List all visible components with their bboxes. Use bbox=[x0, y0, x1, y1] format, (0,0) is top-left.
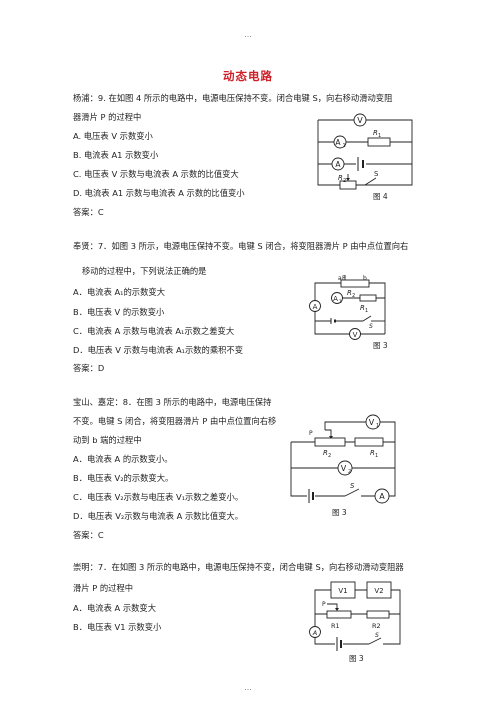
circuit-figure-3-q2: a P b R 2 A 1 R 1 A S V 图 3 bbox=[309, 275, 388, 350]
ammeter-a-label: A bbox=[313, 303, 318, 311]
resistor-r1-label: R bbox=[360, 304, 365, 312]
question-3-option-d: D．电压表 V₂示数与电流表 A 示数比值变大。 bbox=[73, 511, 244, 521]
question-2-option-a: A．电流表 A₁的示数变大 bbox=[73, 287, 165, 297]
question-4-option-b: B．电压表 V1 示数变小 bbox=[73, 622, 162, 632]
resistor-r2-label: R2 bbox=[372, 622, 381, 630]
question-3-stem-line-2: 不变。电键 S 闭合，将变阻器滑片 P 由中点位置向右移 bbox=[73, 416, 277, 426]
switch-s bbox=[364, 177, 377, 186]
rheostat-r2 bbox=[340, 279, 370, 288]
ammeter-a bbox=[309, 626, 321, 638]
slider-p-label: P bbox=[322, 601, 326, 608]
ammeter-a-label: A bbox=[312, 629, 317, 637]
question-2-option-c: C．电流表 A 示数与电流表 A₁示数之差变大 bbox=[73, 326, 235, 336]
circuit-figure-3-q3: V 1 P R 2 R 1 V 2 S A 图 3 bbox=[290, 414, 396, 517]
ammeter-a1 bbox=[333, 135, 347, 149]
circuit-figure-3-q4: V1 V2 P R1 R2 A S 图 3 bbox=[309, 581, 401, 663]
switch-s-label: S bbox=[369, 323, 373, 330]
ammeter-a1 bbox=[331, 292, 343, 304]
voltmeter-v2 bbox=[337, 460, 353, 476]
switch-s-label: S bbox=[375, 632, 379, 639]
voltmeter-v2-subscript: 2 bbox=[348, 469, 351, 475]
resistor-r2 bbox=[366, 610, 390, 619]
rheostat-end-b: b bbox=[363, 275, 367, 282]
ammeter-a1-subscript: 1 bbox=[339, 299, 342, 305]
figure-4-caption: 图 4 bbox=[373, 192, 388, 201]
circuit-figure-4: V A 1 R 1 A R 2 S 图 4 bbox=[317, 113, 413, 201]
rheostat-r1-label: R1 bbox=[331, 622, 340, 630]
resistor-r1-label: R bbox=[370, 449, 375, 457]
rheostat-r2-subscript: 2 bbox=[328, 453, 331, 459]
question-2-answer: 答案：D bbox=[73, 363, 105, 373]
header-marks: ... bbox=[244, 30, 252, 39]
rheostat-r2-subscript: 2 bbox=[352, 293, 355, 299]
question-1-answer: 答案：C bbox=[73, 207, 104, 217]
question-3-option-a: A．电流表 A 的示数变小。 bbox=[73, 454, 173, 464]
ammeter-a bbox=[331, 157, 345, 171]
question-4-stem-line-1: 崇明：7．在如图 3 所示的电路中，电源电压保持不变，闭合电键 S，向右移动滑动… bbox=[73, 562, 404, 572]
voltmeter-v2-label: V2 bbox=[374, 587, 383, 595]
figure-3-q4-caption: 图 3 bbox=[349, 654, 364, 663]
resistor-r1-subscript: 1 bbox=[378, 133, 381, 139]
question-4-stem-line-2: 滑片 P 的过程中 bbox=[73, 583, 134, 593]
question-1-stem-line-1: 杨浦：9. 在如图 4 所示的电路中，电源电压保持不变。闭合电键 S，向右移动滑… bbox=[73, 93, 393, 103]
page-title: 动态电路 bbox=[223, 69, 273, 83]
resistor-r1-label: R bbox=[373, 129, 378, 137]
voltmeter-v1-label: V1 bbox=[338, 587, 347, 595]
question-1-option-d: D. 电流表 A1 示数与电流表 A 示数的比值变小 bbox=[73, 188, 245, 198]
question-3-option-c: C．电压表 V₂示数与电压表 V₁示数之差变小。 bbox=[73, 492, 244, 502]
resistor-r1 bbox=[359, 294, 377, 302]
rheostat-r2 bbox=[314, 437, 346, 447]
question-2-stem-line-2: 移动的过程中，下列说法正确的是 bbox=[82, 266, 207, 276]
question-3-answer: 答案：C bbox=[73, 530, 104, 540]
ammeter-a-label: A bbox=[335, 160, 341, 169]
voltmeter-v2 bbox=[366, 581, 392, 599]
voltmeter-v1 bbox=[365, 414, 381, 430]
resistor-r1-subscript: 1 bbox=[365, 308, 368, 314]
switch-s bbox=[368, 637, 382, 645]
ammeter-a1-label: A bbox=[335, 138, 341, 147]
voltmeter-v1 bbox=[330, 581, 356, 599]
resistor-r1 bbox=[367, 137, 391, 147]
question-1-option-a: A. 电压表 V 示数变小 bbox=[73, 131, 153, 141]
question-1-stem-line-2: 器滑片 P 的过程中 bbox=[73, 112, 142, 122]
question-2-option-b: B．电压表 V 的示数变小 bbox=[73, 307, 165, 317]
voltmeter-v1-label: V bbox=[369, 418, 375, 427]
resistor-r1 bbox=[354, 437, 384, 447]
switch-s bbox=[344, 488, 360, 497]
voltmeter-v bbox=[353, 113, 367, 127]
rheostat-r1 bbox=[326, 610, 352, 619]
switch-s bbox=[362, 315, 372, 322]
rheostat-end-a: a bbox=[338, 275, 342, 282]
slider-p-label: P bbox=[342, 275, 346, 282]
voltmeter-v bbox=[349, 328, 361, 340]
rheostat-r2-subscript: 2 bbox=[343, 178, 346, 184]
figure-3-q3-caption: 图 3 bbox=[332, 508, 347, 517]
question-3-stem-line-3: 动到 b 端的过程中 bbox=[73, 435, 142, 445]
ammeter-a-label: A bbox=[379, 492, 385, 501]
resistor-r1-subscript: 1 bbox=[375, 453, 378, 459]
voltmeter-v-label: V bbox=[353, 331, 358, 339]
footer-marks: ... bbox=[244, 683, 252, 692]
question-2-option-d: D．电压表 V 示数与电流表 A₁示数的乘积不变 bbox=[73, 345, 244, 355]
question-1-option-b: B. 电流表 A1 示数变小 bbox=[73, 150, 159, 160]
question-3-option-b: B．电压表 V₂的示数变大。 bbox=[73, 473, 174, 483]
slider-p-label: P bbox=[309, 430, 313, 437]
ammeter-a bbox=[309, 300, 321, 312]
figure-3-q2-caption: 图 3 bbox=[373, 341, 388, 350]
voltmeter-v2-label: V bbox=[341, 464, 347, 473]
voltmeter-v1-subscript: 1 bbox=[376, 423, 379, 429]
ammeter-a1-label: A bbox=[333, 295, 338, 303]
rheostat-r2-label: R bbox=[338, 174, 343, 182]
question-1-option-c: C. 电压表 V 示数与电流表 A 示数的比值变大 bbox=[73, 169, 239, 179]
question-3-stem-line-1: 宝山、嘉定：8．在图 3 所示的电路中，电源电压保持 bbox=[73, 397, 272, 407]
ammeter-a1-subscript: 1 bbox=[343, 143, 346, 149]
rheostat-r2-label: R bbox=[323, 449, 328, 457]
switch-s-label: S bbox=[350, 482, 355, 490]
ammeter-a bbox=[374, 488, 390, 504]
question-2-stem-line-1: 奉贤：7．如图 3 所示，电源电压保持不变。电键 S 闭合，将变阻器滑片 P 由… bbox=[73, 241, 409, 251]
rheostat-r2-label: R bbox=[347, 289, 352, 297]
voltmeter-v-label: V bbox=[357, 116, 363, 125]
switch-s-label: S bbox=[374, 170, 379, 178]
question-4-option-a: A．电流表 A 示数变大 bbox=[73, 603, 157, 613]
